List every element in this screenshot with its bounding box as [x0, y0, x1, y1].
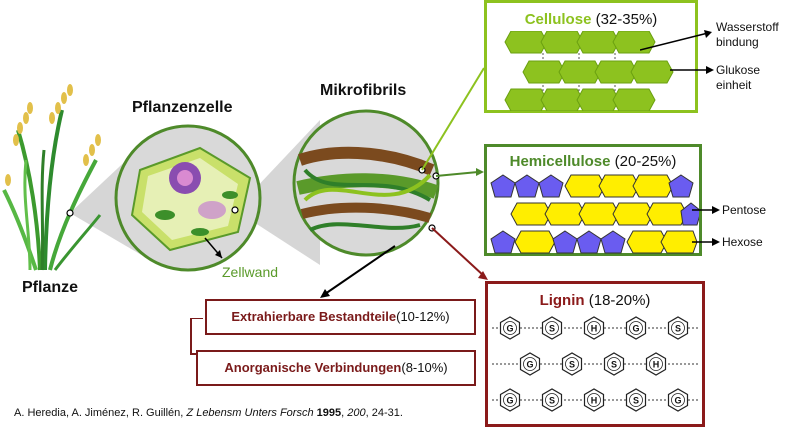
- citation-journal: Z Lebensm Unters Forsch: [186, 407, 314, 419]
- citation-year: 1995: [316, 407, 342, 419]
- connector-lignin: [431, 227, 485, 277]
- lignin-unit-label: S: [549, 396, 555, 406]
- lignin-unit-label: G: [506, 324, 513, 334]
- cellulose-chains: [504, 31, 674, 111]
- lignin-unit-label: G: [632, 324, 639, 334]
- connector-cellulose: [421, 67, 485, 171]
- lignin-unit: G: [519, 352, 541, 376]
- lignin-unit: S: [625, 388, 647, 412]
- callout-glukose: Glukose einheit: [716, 63, 761, 92]
- lignin-unit: G: [667, 388, 689, 412]
- lignin-unit: G: [625, 316, 647, 340]
- hemicellulose-title: Hemicellulose (20-25%): [487, 153, 699, 170]
- extractables-name: Extrahierbare Bestandteile: [231, 309, 397, 324]
- cellulose-callout-lines: [640, 30, 714, 74]
- lignin-percent: (18-20%): [588, 292, 651, 309]
- label-mikrofibrils: Mikrofibrils: [320, 82, 407, 99]
- hemicellulose-box: Hemicellulose (20-25%): [484, 144, 702, 256]
- lignin-unit: S: [603, 352, 625, 376]
- lignin-unit-label: S: [675, 324, 681, 334]
- lignin-unit: H: [645, 352, 667, 376]
- citation-volume: 200: [347, 407, 366, 419]
- inorganic-box: Anorganische Verbindungen(8-10%): [196, 350, 476, 386]
- cellulose-box: Cellulose (32-35%): [484, 0, 698, 113]
- extractables-box: Extrahierbare Bestandteile(10-12%): [205, 299, 476, 335]
- hemicellulose-name: Hemicellulose: [509, 153, 611, 170]
- lignin-unit-label: S: [633, 396, 639, 406]
- hemicellulose-chains: [490, 174, 699, 254]
- connector-extractables: [324, 245, 396, 295]
- lignin-unit: H: [583, 388, 605, 412]
- lignin-unit-label: G: [674, 396, 681, 406]
- inorganic-percent: (8-10%): [401, 360, 448, 375]
- lignin-unit: S: [561, 352, 583, 376]
- lignin-unit: H: [583, 316, 605, 340]
- label-pflanzenzelle: Pflanzenzelle: [132, 99, 233, 116]
- hemicellulose-percent: (20-25%): [614, 153, 677, 170]
- cellulose-percent: (32-35%): [595, 11, 658, 28]
- extractables-percent: (10-12%): [396, 309, 450, 324]
- lignin-unit-label: H: [653, 360, 660, 370]
- inorganic-name: Anorganische Verbindungen: [224, 360, 402, 375]
- lignin-unit: S: [667, 316, 689, 340]
- plant-cell-illustration: [114, 124, 262, 272]
- cellulose-name: Cellulose: [524, 11, 592, 28]
- callout-hexose: Hexose: [722, 235, 763, 249]
- callout-pentose: Pentose: [722, 203, 767, 217]
- microfibril-illustration: [292, 109, 440, 257]
- lignin-title: Lignin (18-20%): [488, 292, 702, 309]
- lignin-unit-label: G: [526, 360, 533, 370]
- lignin-name: Lignin: [539, 292, 585, 309]
- citation: A. Heredia, A. Jiménez, R. Guillén, Z Le…: [14, 407, 403, 419]
- lignin-unit: S: [541, 388, 563, 412]
- hemicellulose-callout-lines: [692, 206, 720, 246]
- callout-wasserstoff: Wasserstoff bindung: [716, 20, 779, 49]
- citation-pages: , 24-31.: [365, 407, 403, 419]
- connector-hemicellulose: [435, 171, 479, 177]
- lignin-unit-label: G: [506, 396, 513, 406]
- lignin-structure: G S H G S G S S H G S H S G: [492, 316, 698, 412]
- label-pflanze: Pflanze: [22, 279, 79, 296]
- lignin-unit-label: S: [569, 360, 575, 370]
- cellulose-title: Cellulose (32-35%): [487, 11, 695, 28]
- lignin-box: Lignin (18-20%) G S H G S G S S H G S H S G: [485, 281, 705, 427]
- label-zellwand: Zellwand: [222, 264, 279, 280]
- plant-illustration: [2, 84, 102, 271]
- lignin-unit-label: S: [611, 360, 617, 370]
- lignin-unit-label: S: [549, 324, 555, 334]
- lignin-unit-label: H: [591, 396, 598, 406]
- lignin-unit: S: [541, 316, 563, 340]
- lignin-unit-label: H: [591, 324, 598, 334]
- lignin-unit: G: [499, 316, 521, 340]
- citation-authors: A. Heredia, A. Jiménez, R. Guillén,: [14, 407, 184, 419]
- lignin-unit: G: [499, 388, 521, 412]
